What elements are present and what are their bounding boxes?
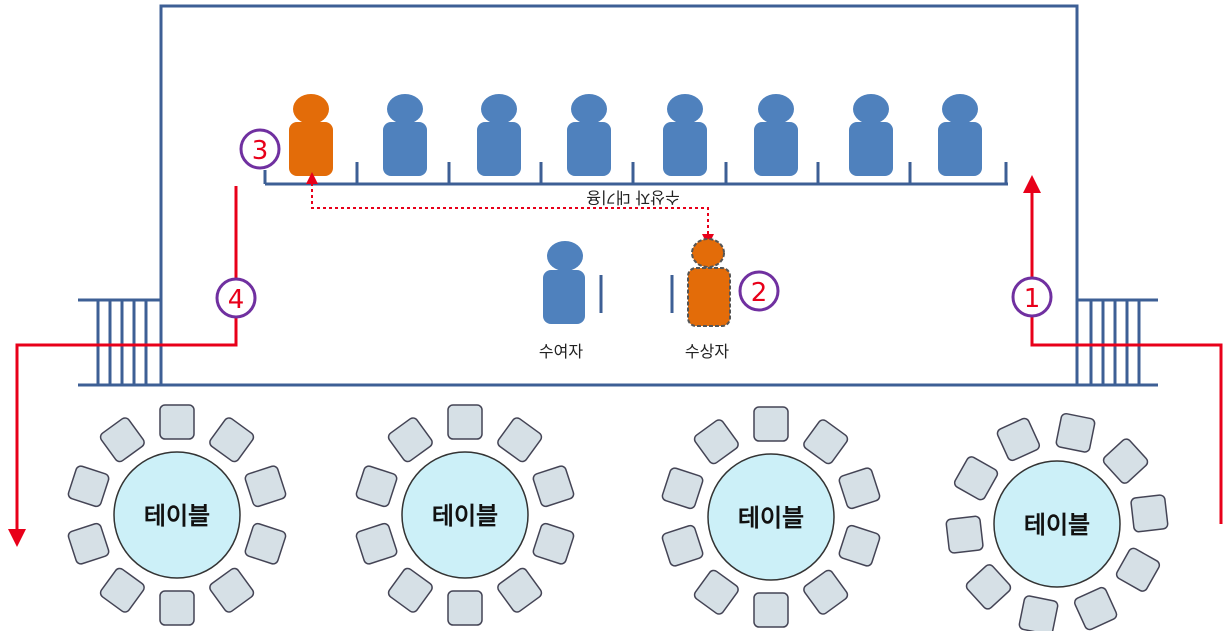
chair <box>355 465 398 508</box>
table-top <box>113 451 241 579</box>
left-stairs <box>78 298 161 387</box>
waiting-seat-person <box>938 94 982 176</box>
step-1-label: 1 <box>1024 284 1041 314</box>
stage <box>159 4 1079 387</box>
chair <box>965 564 1012 610</box>
table-label: 테이블 <box>738 504 804 532</box>
chair <box>838 467 881 510</box>
table-label: 테이블 <box>432 502 498 530</box>
round-table: 테이블 <box>355 404 575 626</box>
right-stairs <box>1077 298 1158 387</box>
chair <box>387 567 433 613</box>
chair <box>803 569 849 615</box>
waiting-seat-person <box>383 94 427 176</box>
step-3-marker: 3 <box>239 128 281 170</box>
recipient-dotted-path <box>306 172 714 246</box>
step-2-label: 2 <box>751 278 768 308</box>
waiting-row-bench <box>263 162 1008 186</box>
round-table: 테이블 <box>945 412 1169 631</box>
recipient-label: 수상자 <box>685 342 729 361</box>
chair <box>753 406 789 442</box>
table-label: 테이블 <box>1024 511 1090 539</box>
tables: 테이블 테이블 테이블 테이블 <box>67 404 1169 631</box>
chair <box>1102 438 1149 484</box>
presenter-person <box>543 241 603 324</box>
presenter-label: 수여자 <box>539 342 583 361</box>
chair <box>159 404 195 440</box>
chair <box>803 419 849 465</box>
step-1-marker: 1 <box>1011 276 1053 318</box>
waiting-people <box>289 94 982 176</box>
table-label: 테이블 <box>144 502 210 530</box>
chair <box>67 465 110 508</box>
table-top <box>993 460 1121 588</box>
chair <box>838 524 881 567</box>
chair <box>447 404 483 440</box>
chair <box>209 417 255 463</box>
chair <box>355 522 398 565</box>
round-table: 테이블 <box>661 406 881 628</box>
chair <box>953 456 999 501</box>
enter-route <box>1023 175 1223 524</box>
chair <box>1073 586 1118 631</box>
chair <box>497 567 543 613</box>
step-2-marker: 2 <box>738 270 780 312</box>
chair <box>996 417 1041 462</box>
waiting-seat-person <box>754 94 798 176</box>
step-4-marker: 4 <box>215 277 257 319</box>
chair <box>753 592 789 628</box>
waiting-seats-label: 수상자 대기용 <box>586 188 679 207</box>
chair <box>532 522 575 565</box>
chair <box>661 524 704 567</box>
waiting-seat-person <box>477 94 521 176</box>
waiting-seat-person <box>849 94 893 176</box>
recipient-person <box>670 238 731 327</box>
chair <box>661 467 704 510</box>
chair <box>447 590 483 626</box>
chair <box>693 569 739 615</box>
chair <box>532 465 575 508</box>
chair <box>159 590 195 626</box>
chair <box>1130 494 1169 533</box>
chair <box>244 522 287 565</box>
table-top <box>401 451 529 579</box>
chair <box>67 522 110 565</box>
chair <box>99 417 145 463</box>
chair <box>693 419 739 465</box>
chair <box>945 515 984 554</box>
table-top <box>707 453 835 581</box>
step-4-label: 4 <box>228 285 245 315</box>
chair <box>99 567 145 613</box>
round-table: 테이블 <box>67 404 287 626</box>
waiting-seat-person <box>567 94 611 176</box>
chair <box>387 417 433 463</box>
exit-route <box>8 186 238 547</box>
chair <box>1018 595 1059 631</box>
chair <box>244 465 287 508</box>
chair <box>497 417 543 463</box>
chair <box>209 567 255 613</box>
waiting-seat-person <box>289 94 333 176</box>
chair <box>1055 412 1096 453</box>
waiting-seat-person <box>663 94 707 176</box>
chair <box>1115 547 1161 592</box>
step-3-label: 3 <box>252 136 269 166</box>
